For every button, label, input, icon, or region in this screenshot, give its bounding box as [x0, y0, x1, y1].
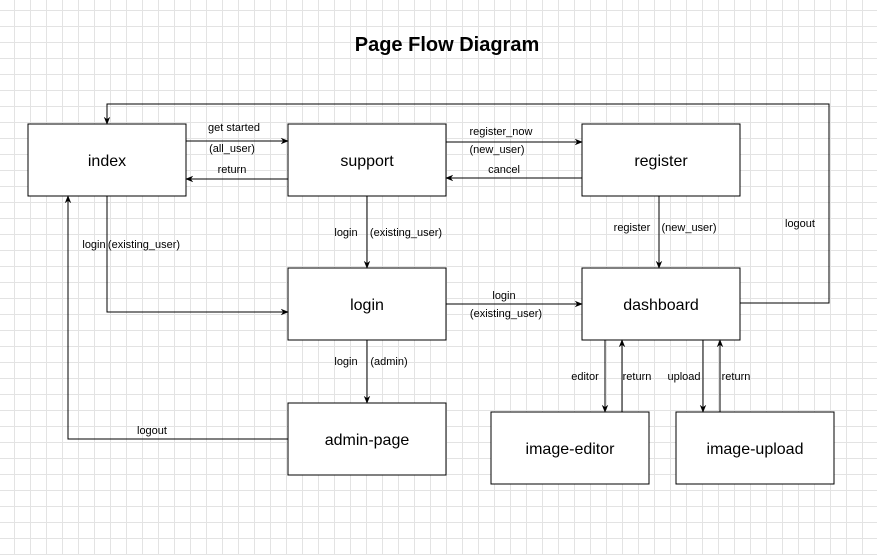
edge-label-new-user-support: (new_user): [469, 144, 524, 156]
edge-label-existing-user-index: (existing_user): [108, 239, 180, 251]
edge-label-login-support: login: [334, 227, 357, 239]
diagram-title: Page Flow Diagram: [355, 34, 540, 56]
edge-label-upload: upload: [667, 371, 700, 383]
edge-dashboard-to-index-logout: [103, 103, 830, 304]
edge-label-new-user-register: (new_user): [661, 222, 716, 234]
edge-label-editor: editor: [571, 371, 599, 383]
edge-label-logout-admin: logout: [137, 425, 167, 437]
node-image-editor[interactable]: image-editor: [490, 411, 650, 485]
edge-label-register-now: register_now: [470, 126, 533, 138]
node-label-support: support: [340, 153, 394, 170]
edge-admin-page-to-index: [64, 195, 288, 440]
edge-label-return-index: return: [218, 164, 247, 176]
node-label-admin-page: admin-page: [325, 432, 410, 449]
node-register[interactable]: register: [581, 123, 741, 197]
edge-label-login-admin: login: [334, 356, 357, 368]
edge-label-return-editor: return: [623, 371, 652, 383]
node-label-login: login: [350, 297, 384, 314]
edge-label-get-started: get started: [208, 122, 260, 134]
edge-index-to-login: [106, 196, 289, 316]
edge-label-logout-dashboard: logout: [785, 218, 815, 230]
edge-label-all-user: (all_user): [209, 143, 255, 155]
node-label-register: register: [634, 153, 688, 170]
node-login[interactable]: login: [287, 267, 447, 341]
edge-label-cancel: cancel: [488, 164, 520, 176]
node-admin-page[interactable]: admin-page: [287, 402, 447, 476]
edge-label-admin: (admin): [370, 356, 407, 368]
node-label-image-upload: image-upload: [707, 441, 804, 458]
node-label-index: index: [88, 153, 126, 170]
edge-label-existing-user-login: (existing_user): [470, 308, 542, 320]
node-image-upload[interactable]: image-upload: [675, 411, 835, 485]
node-index[interactable]: index: [27, 123, 187, 197]
node-support[interactable]: support: [287, 123, 447, 197]
edge-label-return-upload: return: [722, 371, 751, 383]
edge-label-register: register: [614, 222, 651, 234]
node-label-image-editor: image-editor: [526, 441, 616, 458]
node-label-dashboard: dashboard: [623, 297, 699, 314]
edge-label-login-index: login: [82, 239, 105, 251]
node-dashboard[interactable]: dashboard: [581, 267, 741, 341]
edge-label-existing-user-support: (existing_user): [370, 227, 442, 239]
edge-label-login-dashboard: login: [492, 290, 515, 302]
